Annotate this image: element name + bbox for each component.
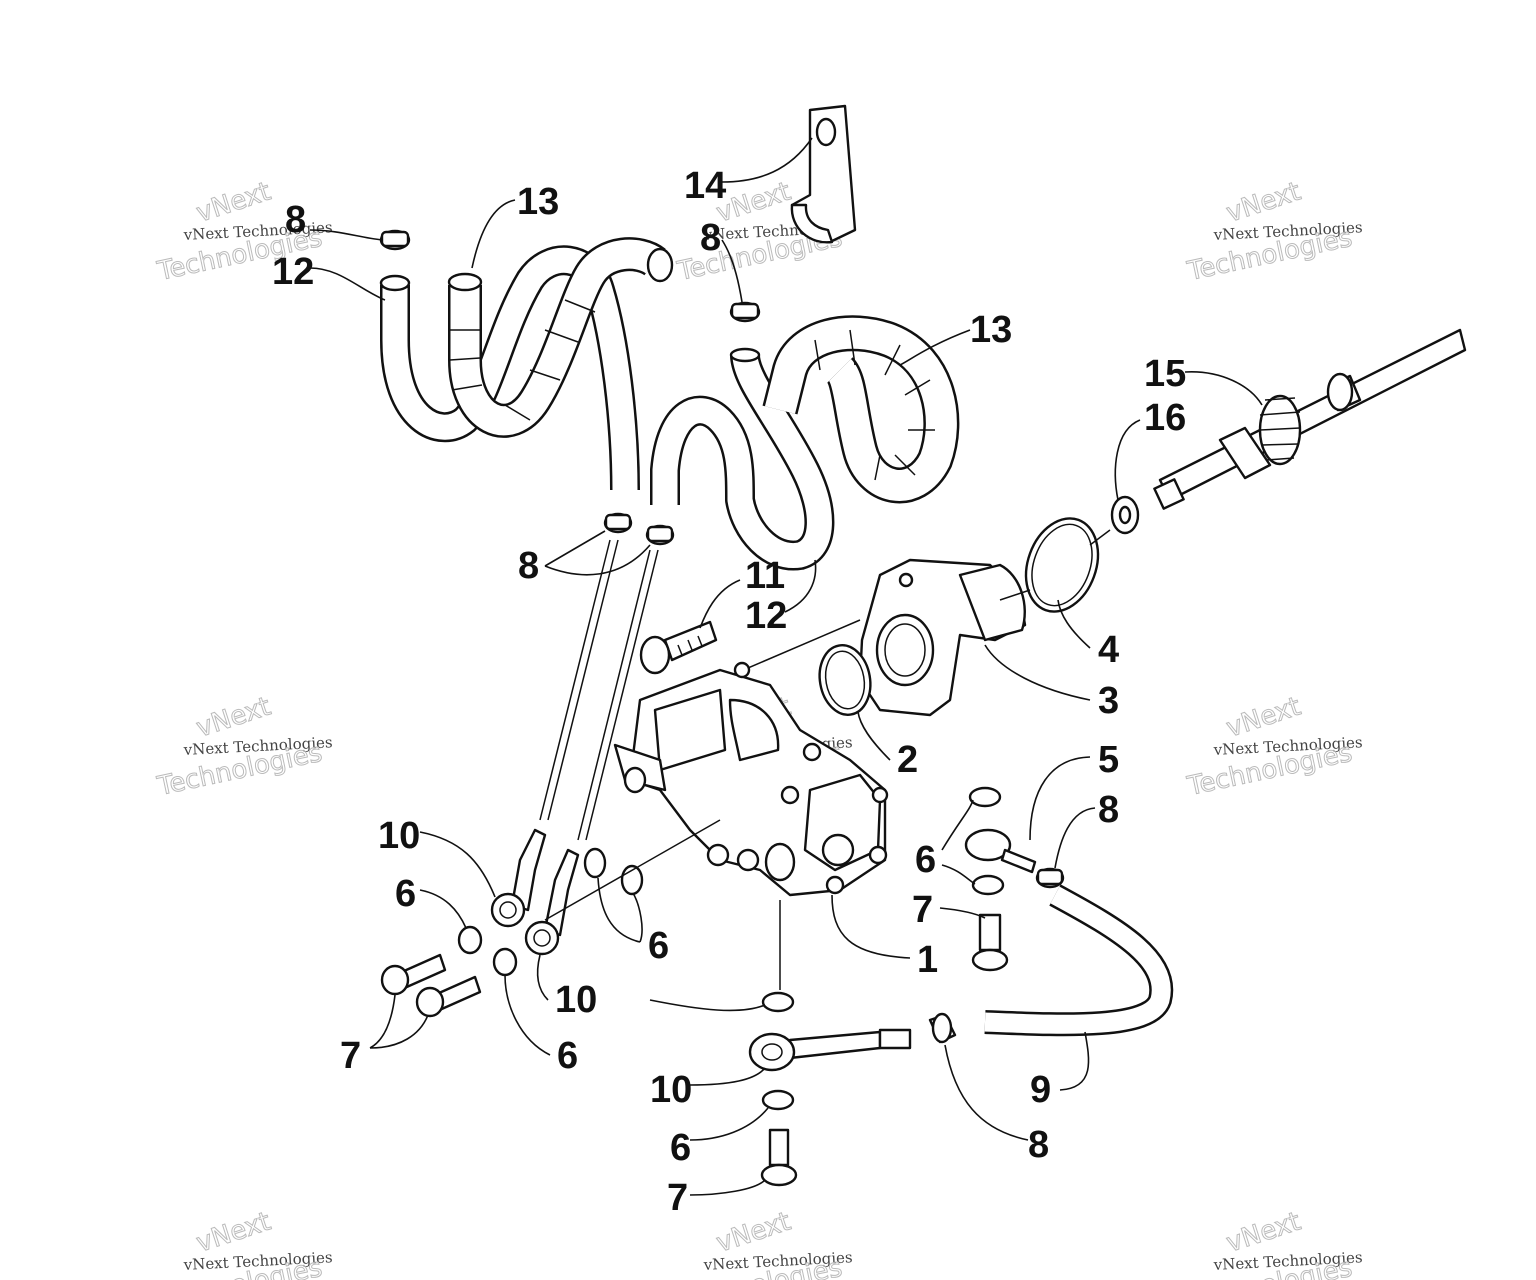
callout-7: 7 (912, 889, 933, 931)
axis-line (544, 819, 721, 921)
washer-part (968, 786, 1002, 808)
callout-8: 8 (1098, 789, 1119, 831)
callout-7: 7 (667, 1177, 688, 1219)
clamp-top-left (379, 229, 411, 251)
watermark-text: vNext (193, 177, 275, 229)
callout-16: 16 (1144, 397, 1186, 439)
hose-left-assembly (379, 237, 674, 491)
washer-part (583, 847, 607, 879)
o-ring-small (818, 644, 872, 716)
watermark-text: vNext (193, 692, 275, 744)
watermark-text: vNext (1223, 177, 1305, 229)
pump-housing (858, 558, 1027, 717)
callout-13: 13 (970, 309, 1012, 351)
bolts (380, 913, 1009, 1187)
callout-8: 8 (285, 199, 306, 241)
callout-11: 11 (745, 555, 785, 597)
washer-part (457, 925, 483, 955)
washer-part (971, 874, 1005, 896)
watermark-bottom-center: vNext vNext Technologies Technologies (674, 1206, 853, 1280)
bolt-part (760, 1128, 798, 1187)
watermark-bottom-right: vNext vNext Technologies Technologies (1184, 1206, 1363, 1280)
washer-part (761, 1089, 795, 1111)
hose-right-assembly (650, 315, 960, 571)
fitting-5 (964, 828, 1037, 874)
hose-9 (984, 884, 1174, 1037)
washer-part (761, 991, 795, 1013)
axis-line (999, 589, 1031, 601)
callout-3: 3 (1098, 680, 1119, 722)
callout-6: 6 (915, 839, 936, 881)
callout-8: 8 (700, 217, 721, 259)
clamp-mid-right (645, 524, 675, 546)
bolt-part (380, 953, 447, 996)
watermark-bottom-left: vNext vNext Technologies Technologies (154, 1206, 333, 1280)
callout-8: 8 (1028, 1124, 1049, 1166)
callout-1: 1 (917, 939, 938, 981)
feed-line (577, 549, 651, 841)
callout-2: 2 (897, 739, 918, 781)
bolt-part (415, 975, 482, 1018)
watermark-text: vNext (713, 1207, 795, 1259)
callout-4: 4 (1098, 629, 1119, 671)
drive-shaft (1153, 328, 1467, 510)
callouts: 1 2 3 4 5 6 6 6 6 6 7 7 7 8 8 8 8 8 9 10… (272, 165, 1186, 1219)
callout-6: 6 (670, 1127, 691, 1169)
banjo-fitting-left (490, 828, 547, 928)
axis-line (1089, 529, 1111, 546)
watermark-text: vNext (1223, 692, 1305, 744)
banjo-fitting-center (524, 848, 580, 956)
callout-5: 5 (1098, 739, 1119, 781)
hose-end-cap (729, 347, 761, 363)
washer-part (1110, 495, 1140, 535)
callout-12: 12 (272, 251, 314, 293)
callout-6: 6 (395, 873, 416, 915)
hose-end-cap (646, 247, 674, 283)
watermark-mid-right: vNext vNext Technologies Technologies (1184, 691, 1363, 802)
leader-lines (309, 137, 1263, 1196)
clamp-top-center (729, 301, 761, 323)
callout-10: 10 (378, 815, 420, 857)
callout-10: 10 (650, 1069, 692, 1111)
callout-10: 10 (555, 979, 597, 1021)
bracket-part (790, 104, 857, 244)
callout-9: 9 (1030, 1069, 1051, 1111)
watermark-top-right: vNext vNext Technologies Technologies (1184, 176, 1363, 287)
hose-end-cap (379, 274, 411, 292)
feed-line (585, 549, 659, 841)
callout-14: 14 (684, 165, 726, 207)
callout-7: 7 (340, 1035, 361, 1077)
callout-13: 13 (517, 181, 559, 223)
callout-6: 6 (557, 1035, 578, 1077)
clamp-bottom (928, 1012, 957, 1044)
hose-end-cap (447, 272, 483, 292)
watermark-text: vNext (1223, 1207, 1305, 1259)
oil-pump-body (613, 661, 889, 897)
watermark-text: vNext (193, 1207, 275, 1259)
washers (457, 786, 1005, 1111)
clamp-mid-left (603, 512, 633, 534)
bolt-part (971, 913, 1009, 972)
clamp-right (1035, 867, 1065, 889)
feed-line (547, 539, 619, 821)
washer-part (492, 947, 518, 977)
callout-15: 15 (1144, 353, 1186, 395)
callout-6: 6 (648, 925, 669, 967)
feed-line (539, 539, 611, 821)
banjo-fitting-bottom (748, 1028, 912, 1072)
o-ring-large (1024, 517, 1100, 613)
watermark-mid-left: vNext vNext Technologies Technologies (154, 691, 333, 802)
bolt-part (639, 620, 718, 675)
callout-12: 12 (745, 595, 787, 637)
callout-8: 8 (518, 545, 539, 587)
